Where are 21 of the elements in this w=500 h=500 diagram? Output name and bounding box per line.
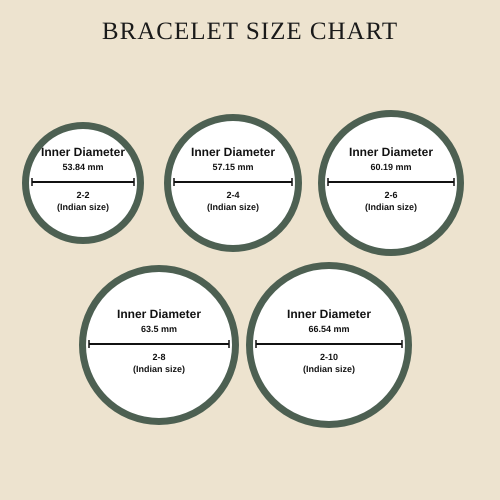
heading-label: Inner Diameter	[116, 307, 202, 321]
size-note: (Indian size)	[364, 202, 418, 212]
size-label: 2-4	[225, 190, 240, 200]
measurement-label: 66.54 mm	[307, 324, 351, 334]
measurement-label: 53.84 mm	[61, 162, 105, 172]
heading-label: Inner Diameter	[286, 307, 372, 321]
heading-label: Inner Diameter	[190, 145, 276, 159]
size-note: (Indian size)	[132, 364, 186, 374]
size-label: 2-10	[318, 352, 339, 362]
size-label: 2-8	[151, 352, 166, 362]
size-note: (Indian size)	[56, 202, 110, 212]
measurement-label: 63.5 mm	[140, 324, 178, 334]
heading-label: Inner Diameter	[40, 145, 126, 159]
measurement-label: 57.15 mm	[211, 162, 255, 172]
size-note: (Indian size)	[206, 202, 260, 212]
measurement-label: 60.19 mm	[369, 162, 413, 172]
size-label: 2-2	[75, 190, 90, 200]
size-label: 2-6	[383, 190, 398, 200]
heading-label: Inner Diameter	[348, 145, 434, 159]
chart-title: BRACELET SIZE CHART	[100, 18, 400, 46]
size-note: (Indian size)	[302, 364, 356, 374]
